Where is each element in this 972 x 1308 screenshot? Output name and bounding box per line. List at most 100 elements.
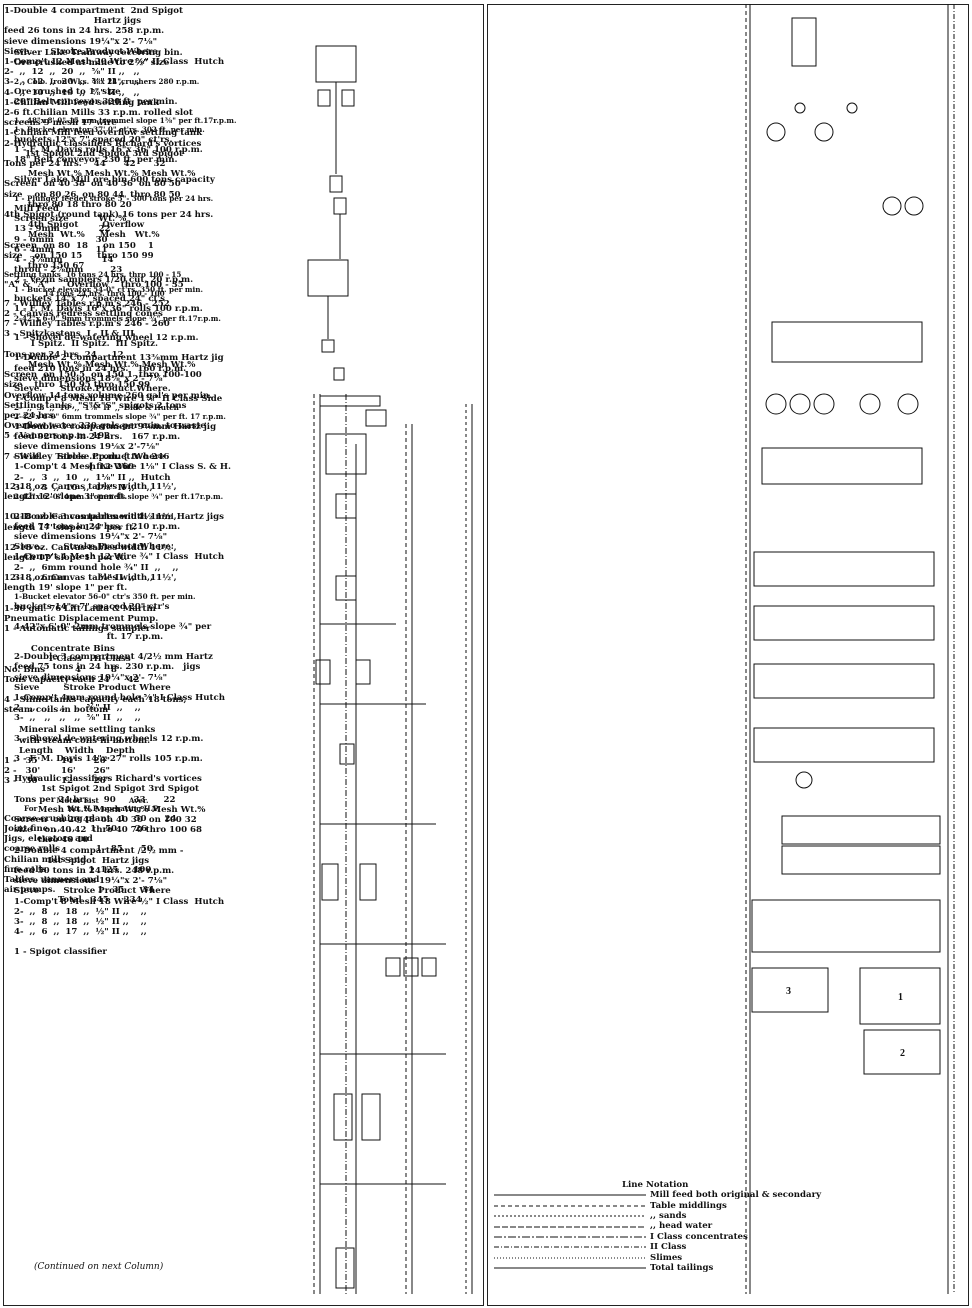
legend-line-sample: [490, 1264, 650, 1272]
right-line: size on 150 15 thro 150 99: [4, 251, 254, 261]
right-line: 1 - 35' 14' 26": [4, 756, 254, 766]
legend-item: ,, sands: [490, 1211, 960, 1221]
right-line: 4 - Slime tanks capacity each 18 tons,: [4, 695, 254, 705]
right-line: 4- ,, 10 ,, 19 ,, ⅝" II ,, ,,: [4, 88, 254, 98]
right-line: 12-18 oz. Canvas tables width 11½',: [4, 543, 254, 553]
right-line: I-Class II-Class: [4, 654, 254, 664]
right-line: Tons capacity each 24 42: [4, 675, 254, 685]
right-line: air pumps. 1 35 34: [4, 885, 254, 895]
right-line: feed 26 tons in 24 hrs. 258 r.p.m.: [4, 26, 254, 36]
jig-3b: [356, 660, 370, 684]
right-line: Pneumatic Displacement Pump.: [4, 614, 254, 624]
right-line: Mesh Wt.% Mesh Wt.% Mesh Wt.%: [4, 169, 254, 179]
right-line: "A" & "A" Overflow thro 100 - 35: [4, 280, 254, 290]
elevator-2: [340, 744, 354, 764]
right-line: 2 - 30' 16' 26": [4, 766, 254, 776]
mill-ore-bin: [308, 260, 348, 296]
chilian-mill-a: [767, 123, 785, 141]
jig-4a: [322, 864, 338, 900]
right-line: Overflow 14 tons,volume 260 gal's per mi…: [4, 391, 254, 401]
right-line: sieve dimensions 19¼"x 2'- 7⅛": [4, 37, 254, 47]
right-line: 12-18 oz. Canvas tables width 11½',: [4, 482, 254, 492]
right-flowsheet: 3 1 2: [742, 4, 967, 1304]
right-line: No. Bins 4 8: [4, 665, 254, 675]
right-block: 7 - Wilfley Tables r.p.m. { two 246 { fi…: [4, 452, 254, 472]
right-line: size on 80 26 on 80 44 thro 80 50: [4, 190, 254, 200]
right-line: { five 260: [4, 462, 254, 472]
right-block: 12-18 oz. Canvas tables width 11½',lengt…: [4, 543, 254, 563]
right-line: with steam coils in bottom.: [4, 736, 254, 746]
classifier-2: [905, 197, 923, 215]
right-line: 2 - Canvas redress settling cones: [4, 309, 254, 319]
legend-label: Table middlings: [650, 1201, 727, 1211]
left-line: 3- ,, 8 ,, 18 ,, ½" II ,, ,,: [14, 917, 306, 927]
spitz-1: [766, 394, 786, 414]
tank-label-3: 3: [786, 986, 791, 997]
left-line: 4- ,, 6 ,, 17 ,, ½" II ,, ,,: [14, 927, 306, 937]
legend-line-sample: [490, 1254, 650, 1262]
right-line: 7 - Wilfley Tables r.p.m's 246 - 252: [4, 299, 254, 309]
right-line: Mineral slime settling tanks: [4, 725, 254, 735]
tank-label-2: 2: [900, 1048, 905, 1059]
canvas-tables-4: [754, 728, 934, 762]
right-line: 7 - Wilfley Tables r.p.m. { two 246: [4, 452, 254, 462]
right-line: 10-18 oz. Canvas tables width 11½',: [4, 512, 254, 522]
right-line: 2- ,, 12 ,, 20 ,, ⅝" II ,, ,,: [4, 67, 254, 77]
right-block: 4 - Slime tanks capacity each 18 tons,st…: [4, 695, 254, 715]
continued-note: (Continued on next Column): [34, 1262, 163, 1272]
right-line: thro 150 67: [4, 261, 254, 271]
legend-label: Total tailings: [650, 1263, 713, 1273]
trommel-1: [330, 176, 342, 192]
legend-line-sample: [490, 1223, 650, 1231]
crusher-a: [318, 90, 330, 106]
legend-label: ,, head water: [650, 1221, 712, 1231]
right-line: 2-Hydraulic classifiers Richard's vortic…: [4, 139, 254, 149]
vanners: [762, 448, 922, 484]
tank-label-1: 1: [898, 992, 903, 1003]
legend-item: Slimes: [490, 1253, 960, 1263]
right-line: Screen on 150 5 on 150 1 thro 100-100: [4, 370, 254, 380]
right-line: Coarse crushing plant 1 50 24: [4, 814, 254, 824]
right-line: I Spitz. II Spitz. III Spitz.: [4, 339, 254, 349]
jig-3a: [316, 660, 330, 684]
concentrate-bins-1: [782, 816, 940, 844]
right-block: 12-18 oz. Canvas tables width 11½',lengt…: [4, 482, 254, 502]
spigot-classifier: [336, 1248, 354, 1288]
left-flowsheet: [306, 4, 481, 1304]
legend-item: Mill feed both original & secondary: [490, 1190, 960, 1200]
right-line: Mesh Wt.% Mesh Wt.%: [4, 230, 254, 240]
right-block: 10-18 oz. Canvas tables width 11½',lengt…: [4, 512, 254, 532]
right-line: 14 tons 24 hrs. thro 100 - 100: [4, 290, 254, 299]
right-line: per 24 hrs.: [4, 411, 254, 421]
right-line: Sieve. Stroke.Product.Where.: [4, 47, 254, 57]
settle-s2: [898, 394, 918, 414]
legend-item: I Class concentrates: [490, 1232, 960, 1242]
right-block: Concentrate Bins I-Class II-ClassNo. Bin…: [4, 644, 254, 685]
spitz-3: [814, 394, 834, 414]
line-notation-legend: Line Notation Mill feed both original & …: [490, 1180, 960, 1273]
spitz-2: [790, 394, 810, 414]
right-line: 12-18 oz. Canvas tables width 11½',: [4, 573, 254, 583]
right-line: 1 - Automatic tailings sampler: [4, 624, 254, 634]
right-block: 12-18 oz. Canvas tables width 11½',lengt…: [4, 573, 254, 593]
legend-line-sample: [490, 1202, 650, 1210]
right-line: length 12' slope 3" per ft.: [4, 492, 254, 502]
right-line: Screen on 80 18 on 150 1: [4, 241, 254, 251]
right-block: 1-Double 4 compartment 2nd Spigot Hartz …: [4, 6, 254, 442]
canvas-tables-3: [754, 664, 934, 698]
right-line: Overflow water 230 gals.per min. to wast…: [4, 421, 254, 431]
right-line: For No. H.P. operating H.P.: [4, 805, 254, 814]
right-line: size thro 150 95 thro 150 99: [4, 380, 254, 390]
right-line: 1-30 gal. 76'Lift Latta & Martin: [4, 604, 254, 614]
right-line: Chilian mills and: [4, 855, 254, 865]
settling-tank-a: [795, 103, 805, 113]
receiving-bin: [316, 46, 356, 82]
slime-tanks: [752, 900, 940, 952]
jig-6: [792, 18, 816, 66]
legend-label: I Class concentrates: [650, 1232, 748, 1242]
legend-item: Total tailings: [490, 1263, 960, 1273]
settle-s1: [860, 394, 880, 414]
legend-item: II Class: [490, 1242, 960, 1252]
canvas-tables-2: [754, 606, 934, 640]
right-line: 1-Chilian Mill feed settling tank: [4, 98, 254, 108]
